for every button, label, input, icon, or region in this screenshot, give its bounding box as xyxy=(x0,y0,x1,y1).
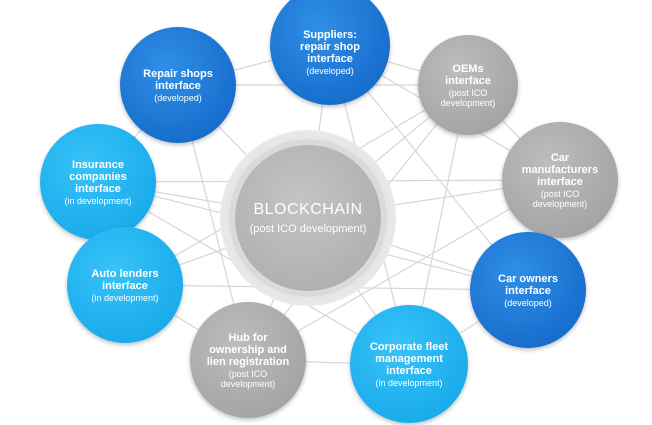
node-status: (in development) xyxy=(375,377,443,388)
node-status: (developed) xyxy=(154,92,202,103)
node-title: Repair shops interface xyxy=(143,67,213,92)
center-title: BLOCKCHAIN xyxy=(253,201,363,218)
link-line xyxy=(247,179,561,361)
node-auto-lenders: Auto lenders interface (in development) xyxy=(67,227,183,343)
node-title: Suppliers: repair shop interface xyxy=(300,28,360,65)
node-status: (post ICO development) xyxy=(220,368,276,389)
node-car-owners: Car owners interface (developed) xyxy=(470,232,586,348)
node-car-manufacturers: Car manufacturers interface (post ICO de… xyxy=(502,122,618,238)
node-oems: OEMs interface (post ICO development) xyxy=(418,35,518,135)
node-title: Hub for ownership and lien registration xyxy=(206,331,290,368)
node-status: (in development) xyxy=(64,195,132,206)
node-status: (post ICO development) xyxy=(440,87,496,108)
node-title: Car owners interface xyxy=(498,272,558,297)
node-status: (developed) xyxy=(306,65,354,76)
blockchain-center-node: BLOCKCHAIN (post ICO development) xyxy=(235,145,381,291)
node-hub-ownership-lien: Hub for ownership and lien registration … xyxy=(190,302,306,418)
node-title: Insurance companies interface xyxy=(69,158,127,195)
node-title: OEMs interface xyxy=(445,62,491,87)
node-title: Car manufacturers interface xyxy=(521,151,599,188)
node-status: (in development) xyxy=(91,292,159,303)
center-subtitle: (post ICO development) xyxy=(249,223,367,235)
node-corporate-fleet: Corporate fleet management interface (in… xyxy=(350,305,468,423)
node-repair-shops: Repair shops interface (developed) xyxy=(120,27,236,143)
node-status: (developed) xyxy=(504,297,552,308)
node-title: Corporate fleet management interface xyxy=(369,340,449,377)
node-insurance-companies: Insurance companies interface (in develo… xyxy=(40,124,156,240)
node-status: (post ICO development) xyxy=(532,188,588,209)
node-title: Auto lenders interface xyxy=(91,267,159,292)
node-suppliers-repair-shop: Suppliers: repair shop interface (develo… xyxy=(270,0,390,105)
